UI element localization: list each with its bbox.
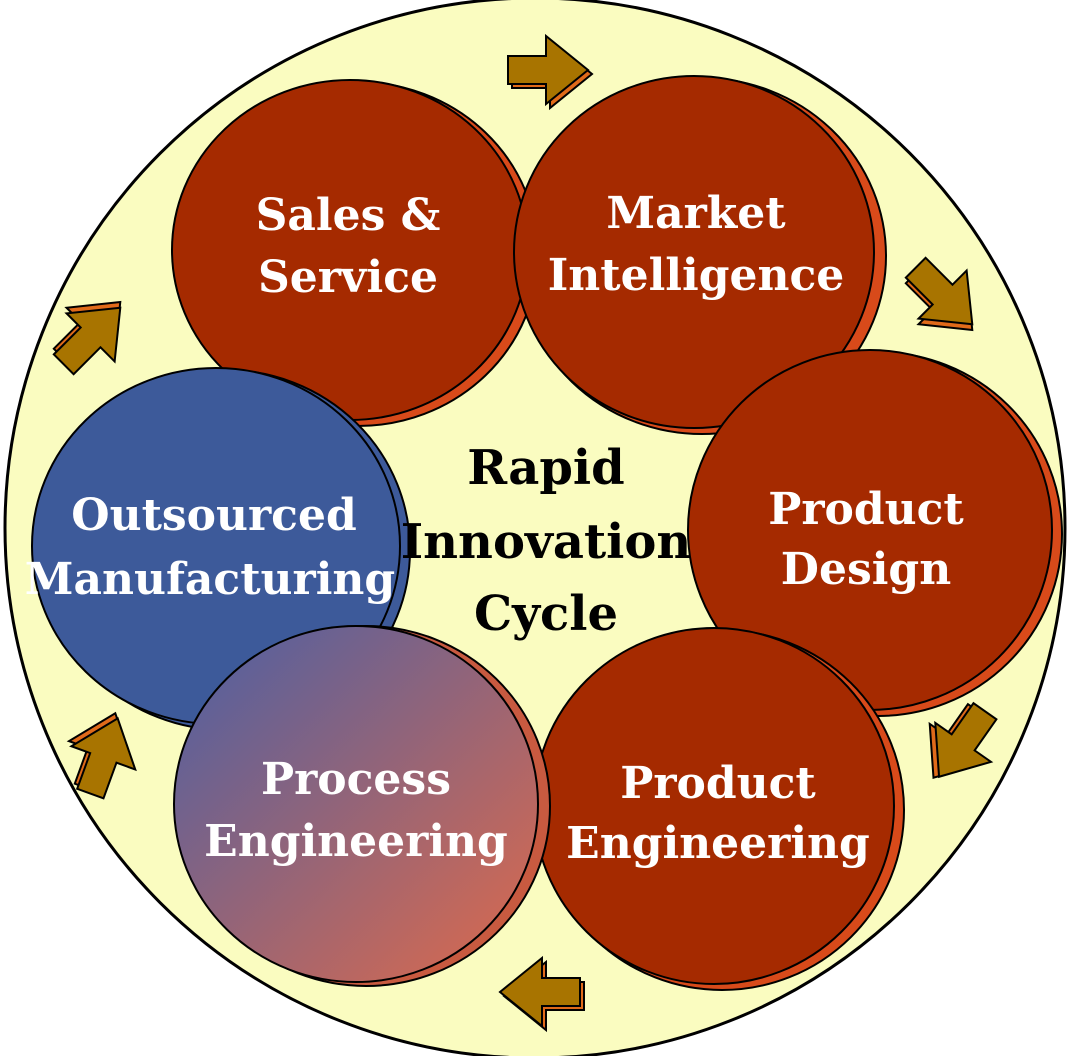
node-label-market-intelligence-line2: Intelligence	[548, 250, 845, 301]
center-title-line2: Innovation	[401, 514, 692, 570]
cycle-arrows	[52, 33, 998, 1033]
node-label-product-engineering-line1: Product	[620, 758, 816, 809]
node-process-engineering: Process Engineering	[173, 625, 551, 987]
arrow-icon-upper-right	[904, 256, 974, 332]
node-label-process-engineering-line1: Process	[261, 754, 451, 805]
node-label-process-engineering-line2: Engineering	[204, 816, 508, 867]
center-title: Rapid Innovation Cycle	[401, 440, 692, 642]
arrow-icon-bottom	[498, 955, 585, 1033]
node-label-product-engineering-line2: Engineering	[566, 818, 870, 869]
node-label-sales-service-line2: Service	[258, 252, 438, 303]
node-label-product-design-line1: Product	[768, 484, 964, 535]
center-title-line1: Rapid	[467, 440, 624, 496]
node-market-intelligence: Market Intelligence	[513, 75, 887, 435]
node-label-outsourced-manufacturing-line2: Manufacturing	[25, 554, 395, 605]
node-label-sales-service-line1: Sales &	[256, 190, 441, 241]
arrow-icon-top	[507, 33, 594, 111]
node-product-design: Product Design	[687, 349, 1063, 717]
node-sales-service: Sales & Service	[171, 79, 539, 427]
node-label-outsourced-manufacturing-line1: Outsourced	[71, 490, 356, 541]
center-title-line3: Cycle	[474, 586, 618, 642]
node-product-engineering: Product Engineering	[533, 627, 905, 991]
arrow-icon-lower-left	[66, 711, 137, 800]
node-label-product-design-line2: Design	[781, 544, 951, 595]
arrow-icon-lower-right	[928, 701, 998, 780]
arrow-icon-upper-left	[52, 300, 122, 376]
node-label-market-intelligence-line1: Market	[606, 188, 786, 239]
